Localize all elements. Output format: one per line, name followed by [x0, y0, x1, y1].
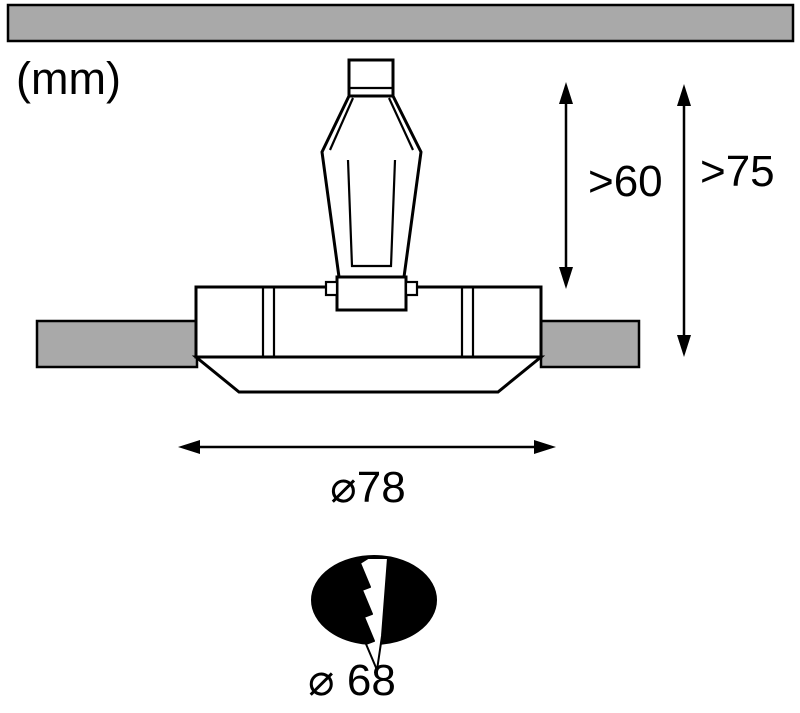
lamp-capsule-contour	[346, 159, 397, 268]
lightning-icon	[359, 557, 389, 671]
ceiling-slab	[6, 3, 795, 43]
recess-depth-label: >60	[588, 157, 663, 206]
mounting-panel-right	[539, 319, 641, 369]
dimension-arrow-icon	[559, 267, 573, 289]
lamp-body-inner-line-left	[328, 97, 355, 151]
dimension-arrow-icon	[534, 440, 556, 454]
dimension-arrow-icon	[677, 84, 691, 106]
lamp-socket-base	[335, 275, 408, 312]
retaining-clip-right	[404, 280, 419, 297]
mounting-panel-left	[35, 319, 199, 369]
lamp-cap	[347, 58, 395, 98]
fixture-diameter-label: ⌀78	[330, 463, 405, 512]
retaining-clip-left	[324, 280, 339, 297]
unit-label: (mm)	[16, 53, 121, 104]
total-depth-label: >75	[700, 147, 775, 196]
dimension-arrow-icon	[677, 335, 691, 357]
lamp-body	[320, 94, 423, 279]
cutout-diameter-label: ⌀ 68	[308, 656, 396, 705]
trim-ring	[191, 355, 546, 394]
dimension-arrow-icon	[178, 440, 200, 454]
lamp-body-inner-line-right	[388, 97, 414, 151]
dimension-arrow-icon	[559, 82, 573, 104]
